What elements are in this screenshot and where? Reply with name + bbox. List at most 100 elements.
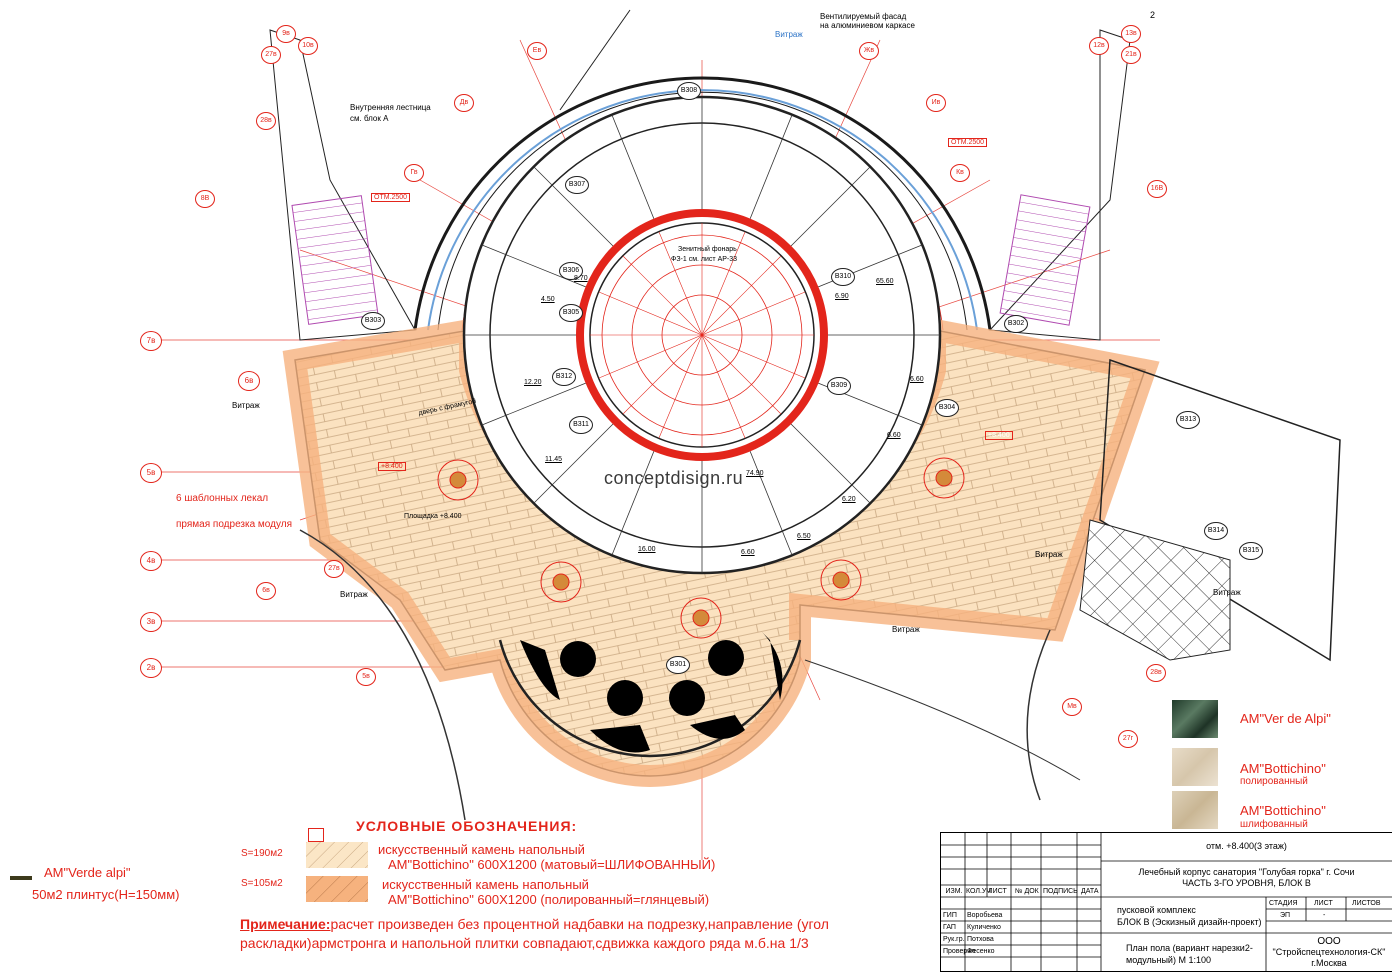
tb-col-1: ИЗМ.: [945, 888, 963, 895]
room-tag: В313: [1176, 411, 1200, 429]
axis-tag-bottom: 27г: [1118, 730, 1138, 748]
ploshchadka-label: Площадка +8.400: [404, 513, 462, 520]
tb-sheet-title-1: План пола (вариант нарезки2-: [1126, 943, 1253, 953]
axis-tag-left: 4в: [140, 551, 162, 571]
dimension-value: 65.60: [876, 278, 894, 285]
tb-name-1: Воробьева: [967, 912, 1003, 919]
room-tag: В305: [559, 304, 583, 322]
axis-tag-top: Ев: [527, 42, 547, 60]
dimension-value: 4.50: [541, 296, 555, 303]
axis-tag-top: 8В: [195, 190, 215, 208]
mat3-sub: шлифованный: [1240, 819, 1308, 830]
room-tag: В306: [559, 262, 583, 280]
dimension-value: 8.70: [574, 275, 588, 282]
legend-title: УСЛОВНЫЕ ОБОЗНАЧЕНИЯ:: [356, 818, 578, 834]
otm-right: ОТМ.2500: [948, 138, 988, 147]
tb-sheet-h: ЛИСТ: [1314, 900, 1333, 907]
right-wing-tiling: [1079, 519, 1231, 661]
vitrazh-left-bottom: Витраж: [340, 590, 368, 599]
mat2-label: АМ"Bottichino": [1240, 761, 1326, 776]
axis-tag-left: 5в: [140, 463, 162, 483]
tb-sheets-h: ЛИСТОВ: [1352, 900, 1381, 907]
swatch-bottichino-matte: [1172, 791, 1218, 829]
zenith-label-2: ФЗ-1 см. лист АР-33: [671, 256, 738, 263]
legend-swatch-polished: [306, 876, 368, 902]
room-tag: В308: [677, 82, 701, 100]
axis-tag-top: 16В: [1147, 180, 1167, 198]
room-tag: В311: [569, 416, 593, 434]
watermark: conceptdisign.ru: [604, 468, 744, 488]
title-block: ИЗМ. КОЛ.УЧ ЛИСТ № ДОК ПОДПИСЬ ДАТА ГИП …: [940, 832, 1392, 972]
note: Примечание:расчет произведен без процент…: [240, 915, 880, 953]
vitrazh-right: Витраж: [1035, 550, 1063, 559]
tb-complex-1: пусковой комплекс: [1117, 905, 1196, 915]
sheet-number: 2: [1150, 10, 1156, 20]
zenith-label-1: Зенитный фонарь: [678, 246, 737, 253]
axis-tag-bottom: 27в: [324, 560, 344, 578]
tb-stage-h: СТАДИЯ: [1269, 900, 1298, 907]
legend-item2-line1: искусственный камень напольный: [382, 877, 589, 892]
axis-tag-left: 7в: [140, 331, 162, 351]
tb-company-1: ООО: [1317, 936, 1341, 947]
swatch-bottichino-polished: [1172, 748, 1218, 786]
mark-right: +8.400: [985, 431, 1013, 440]
tb-sheet: -: [1323, 912, 1326, 919]
vent-facade-label-1: Вентилируемый фасад: [820, 12, 907, 21]
plinth-swatch: [10, 876, 32, 880]
legend-area-2: S=105м2: [241, 878, 283, 889]
mat1-label: АМ"Ver de Alpi": [1240, 711, 1331, 726]
axis-tag-left: 2в: [140, 658, 162, 678]
otm-left: ОТМ.2500: [371, 193, 411, 202]
axis-tag-top: 12в: [1089, 37, 1109, 55]
axis-tag-bottom: 6в: [256, 582, 276, 600]
room-tag: В309: [827, 377, 851, 395]
dimension-value: 6.90: [835, 293, 849, 300]
tb-stage: ЭП: [1280, 912, 1291, 919]
inner-stair-label-2: см. блок А: [350, 114, 389, 123]
dimension-value: 16.00: [638, 546, 656, 553]
mat2-sub: полированный: [1240, 776, 1308, 787]
axis-tag-top: Дв: [454, 94, 474, 112]
dimension-value: 6.60: [741, 549, 755, 556]
tb-col-5: ПОДПИСЬ: [1043, 888, 1078, 895]
tb-name-4: Фесенко: [967, 948, 995, 955]
axis-tag-top: 27в: [261, 46, 281, 64]
stair-left: [269, 29, 416, 341]
tb-company-3: г.Москва: [1311, 958, 1347, 968]
vitrazh-right-2: Витраж: [1213, 588, 1241, 597]
vitrazh-left: Витраж: [232, 401, 260, 410]
tb-sheet-title-2: модульный) М 1:100: [1126, 955, 1211, 965]
legend-item1-line1: искусственный камень напольный: [378, 842, 585, 857]
swatch-verde-alpi: [1172, 700, 1218, 738]
axis-tag-top: 28в: [256, 112, 276, 130]
tb-project-1: Лечебный корпус санатория "Голубая горка…: [1138, 867, 1355, 877]
room-tag: В301: [666, 656, 690, 674]
tb-role-1: ГИП: [943, 912, 957, 919]
direct-cut-label: прямая подрезка модуля: [176, 519, 293, 530]
axis-tag-left: 6в: [238, 371, 260, 391]
tb-company-2: "Стройспецтехнология-СК": [1272, 947, 1386, 957]
dimension-value: 6.20: [842, 496, 856, 503]
tb-complex-2: БЛОК В (Эскизный дизайн-проект): [1117, 917, 1262, 927]
legend-item1-line2: АМ"Bottichino" 600Х1200 (матовый=ШЛИФОВА…: [388, 857, 716, 872]
axis-tag-left: 3в: [140, 612, 162, 632]
dimension-value: 74.90: [746, 470, 764, 477]
lower-hall-columns: [520, 630, 783, 753]
dimension-value: 6.50: [797, 533, 811, 540]
note-text: расчет произведен без процентной надбавк…: [240, 916, 829, 951]
axis-tag-top: Жв: [859, 42, 879, 60]
inner-stair-label-1: Внутренняя лестница: [350, 103, 431, 112]
room-tag: В314: [1204, 522, 1228, 540]
room-tag: В302: [1004, 315, 1028, 333]
tb-role-3: Рук.гр.: [943, 936, 965, 943]
axis-tag-bottom: 28в: [1146, 664, 1166, 682]
dimension-value: 6.60: [887, 432, 901, 439]
templates-label: 6 шаблонных лекал: [176, 493, 269, 504]
dimension-value: 11.45: [545, 456, 562, 463]
plinth-text: 50м2 плинтус(Н=150мм): [32, 887, 180, 902]
right-wing: [1099, 358, 1341, 662]
room-tag: В310: [831, 268, 855, 286]
axis-tag-top: 13в: [1121, 25, 1141, 43]
axis-tag-top: 10в: [298, 37, 318, 55]
